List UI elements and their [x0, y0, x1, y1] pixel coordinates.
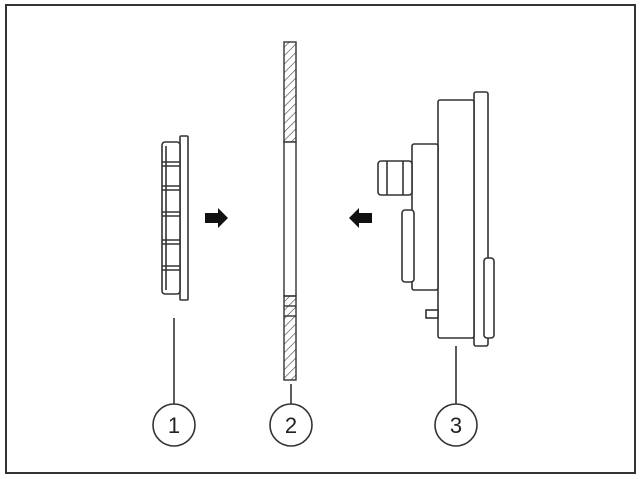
- callout-3-label: 3: [450, 413, 462, 438]
- callout-2-label: 2: [285, 413, 297, 438]
- callout-2: 2: [269, 403, 313, 447]
- part-2-panel: [283, 41, 297, 381]
- callout-1: 1: [152, 403, 196, 447]
- callout-1-label: 1: [168, 413, 180, 438]
- cap-grip-ridges: [162, 161, 180, 271]
- arrow-left-icon: [349, 208, 372, 228]
- leader-lines: [173, 318, 457, 404]
- part-1-cap: [161, 135, 189, 301]
- arrow-right-icon: [205, 208, 228, 228]
- diagram-frame: [5, 4, 636, 474]
- part-3-device: [377, 91, 495, 347]
- callout-3: 3: [434, 403, 478, 447]
